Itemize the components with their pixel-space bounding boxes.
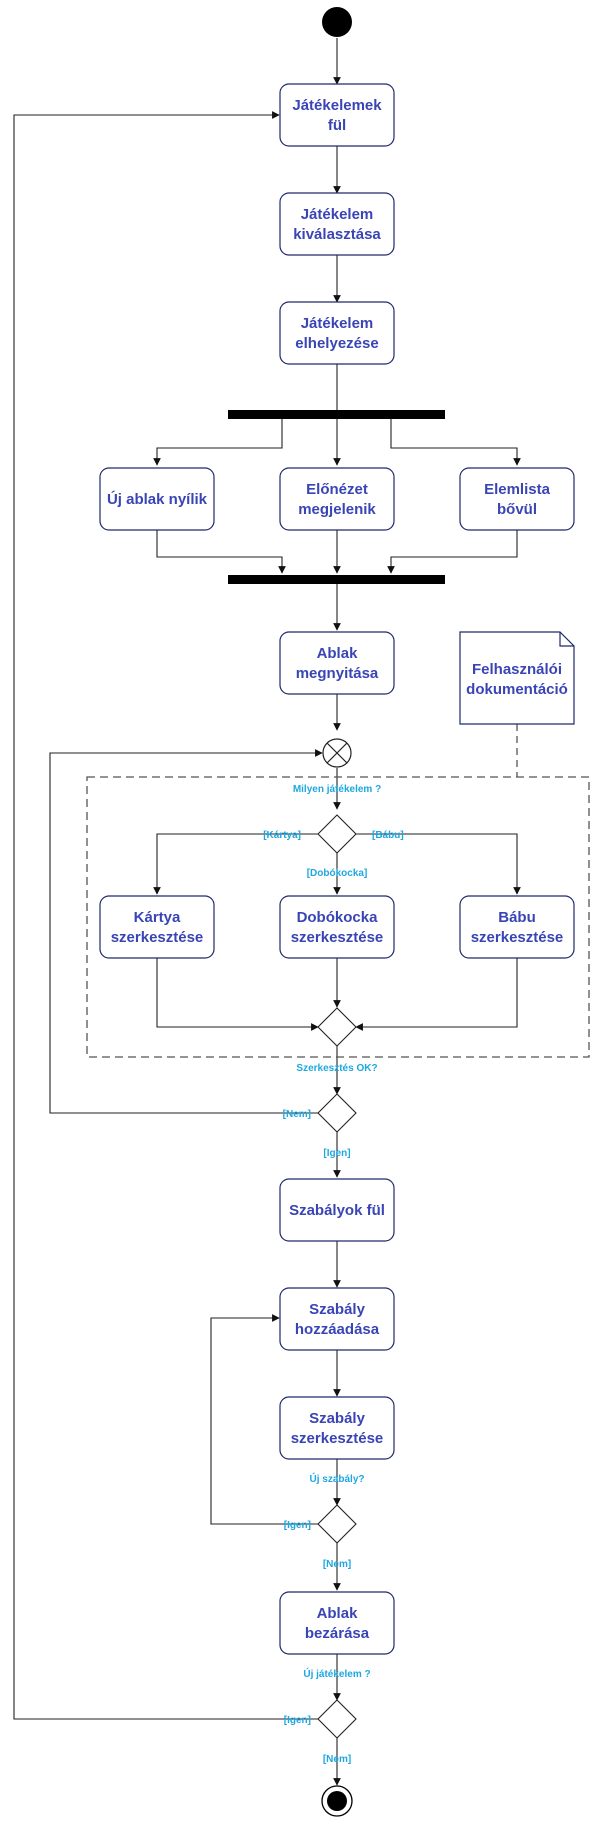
action-szabaly-szerkesztese: Szabály szerkesztése <box>279 1396 395 1460</box>
node-label-line2: bővül <box>497 501 537 518</box>
node-label-line1: Játékelem <box>301 315 374 332</box>
node-label-line1: Játékelem <box>301 206 374 223</box>
node-label-line2: szerkesztése <box>291 929 384 946</box>
node-label-line2: szerkesztése <box>291 1430 384 1447</box>
action-jatekelem-elhelyezese: Játékelem elhelyezése <box>279 301 395 365</box>
join-bar <box>228 575 445 584</box>
node-label-line2: fül <box>328 117 346 134</box>
node-label-line1: Ablak <box>317 1605 359 1622</box>
node-label-line1: Bábu <box>498 909 536 926</box>
node-label-line2: bezárása <box>305 1625 370 1642</box>
node-label-line1: Szabály <box>309 1301 366 1318</box>
edge-fork-to-elemlista <box>390 419 521 466</box>
guard-igen-uj-jatekelem: [Igen] <box>284 1715 311 1726</box>
action-jatekelem-kivalasztasa: Játékelem kiválasztása <box>279 192 395 256</box>
edge-uj-ablak-to-join <box>156 530 286 574</box>
guard-uj-jatekelem: Új játékelem ? <box>303 1667 370 1680</box>
note-label-line1: Felhasználói <box>472 661 562 678</box>
node-label-line1: Játékelemek <box>292 97 382 114</box>
guard-nem-uj-jatekelem: [Nem] <box>323 1754 351 1765</box>
node-label-line1: Szabály <box>309 1410 366 1427</box>
edge-kartya-to-merge <box>156 958 319 1031</box>
guard-babu: [Bábu] <box>372 830 404 841</box>
node-label-line1: Szabályok fül <box>289 1202 385 1219</box>
node-label-line2: megnyitása <box>296 665 379 682</box>
node-label-line1: Elemlista <box>484 481 551 498</box>
node-label-line2: megjelenik <box>298 501 376 518</box>
edge-fork-to-uj-ablak <box>153 419 283 466</box>
node-label-line1: Ablak <box>317 645 359 662</box>
action-szabaly-hozzaadasa: Szabály hozzáadása <box>279 1287 395 1351</box>
edge-uj-jatekelem-igen-loop <box>13 111 318 1720</box>
guard-igen-szerkesztes: [Igen] <box>323 1148 350 1159</box>
guard-kartya: [Kártya] <box>263 830 301 841</box>
edge-nem-loop <box>49 749 323 1114</box>
action-ablak-bezarasa: Ablak bezárása <box>279 1591 395 1655</box>
action-szabalyok-ful: Szabályok fül <box>279 1178 395 1242</box>
node-label-line1: Kártya <box>134 909 181 926</box>
action-elonezet-megjelenik: Előnézet megjelenik <box>279 467 395 531</box>
decision-szerkesztes-ok <box>317 1093 357 1133</box>
node-label-line2: elhelyezése <box>295 335 378 352</box>
action-babu-szerkesztese: Bábu szerkesztése <box>459 895 575 959</box>
node-label-line2: szerkesztése <box>471 929 564 946</box>
edges <box>13 38 521 1786</box>
edge-babu-to-merge <box>355 958 518 1031</box>
action-kartya-szerkesztese: Kártya szerkesztése <box>99 895 215 959</box>
edge-decision-to-kartya <box>153 833 318 895</box>
guard-milyen-jatekelem: Milyen játékelem ? <box>293 784 381 795</box>
merge-edit-diamond <box>317 1007 357 1047</box>
decision-uj-szabaly <box>317 1504 357 1544</box>
action-ablak-megnyitasa: Ablak megnyitása <box>279 631 395 695</box>
action-uj-ablak-nyilik: Új ablak nyílik <box>99 467 215 531</box>
edge-elemlista-to-join <box>387 530 518 574</box>
guard-igen-uj-szabaly: [Igen] <box>284 1520 311 1531</box>
action-jatekelemek-ful: Játékelemek fül <box>279 83 395 147</box>
fork-bar <box>228 410 445 419</box>
edit-region <box>86 776 590 1058</box>
guard-szerkesztes-ok: Szerkesztés OK? <box>296 1063 377 1074</box>
node-label-line1: Új ablak nyílik <box>107 490 208 508</box>
action-elemlista-bovul: Elemlista bővül <box>459 467 575 531</box>
guard-nem-uj-szabaly: [Nem] <box>323 1559 351 1570</box>
action-dobokocka-szerkesztese: Dobókocka szerkesztése <box>279 895 395 959</box>
decision-jatekelem-type <box>317 814 357 854</box>
decision-uj-jatekelem <box>317 1699 357 1739</box>
merge-node <box>322 738 352 768</box>
guard-nem-szerkesztes: [Nem] <box>283 1109 311 1120</box>
end-node <box>321 1785 353 1817</box>
edge-uj-szabaly-igen-loop <box>210 1314 318 1525</box>
note-label-line2: dokumentáció <box>466 681 568 698</box>
guard-uj-szabaly: Új szabály? <box>309 1472 364 1485</box>
node-label-line1: Dobókocka <box>297 909 379 926</box>
guard-dobokocka: [Dobókocka] <box>307 868 368 879</box>
node-label-line2: kiválasztása <box>293 226 381 243</box>
node-label-line2: szerkesztése <box>111 929 204 946</box>
node-label-line2: hozzáadása <box>295 1321 380 1338</box>
start-node <box>322 7 352 37</box>
edge-decision-to-babu <box>356 833 521 895</box>
note-felhasznaloi-dokumentacio: Felhasználói dokumentáció <box>459 631 575 725</box>
node-label-line1: Előnézet <box>306 481 368 498</box>
